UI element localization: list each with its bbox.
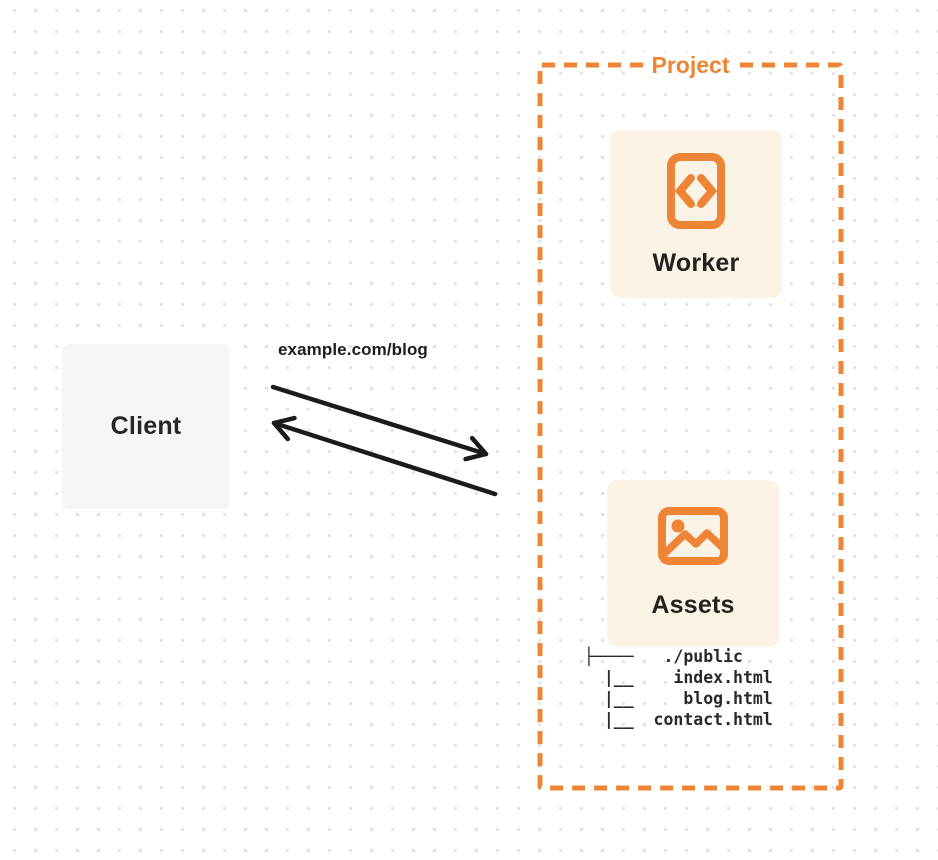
assets-label: Assets <box>651 591 735 619</box>
worker-label: Worker <box>652 249 740 277</box>
project-dashed-border <box>537 62 844 791</box>
file-tree-line-index: |__ index.html <box>584 668 773 687</box>
project-boundary: Project Worker Assets ├──── ./public |__… <box>537 52 844 792</box>
client-node: Client <box>62 344 230 509</box>
file-tree-line-contact: |__ contact.html <box>584 710 773 729</box>
assets-file-tree: ├──── ./public |__ index.html |__ blog.h… <box>584 646 773 730</box>
client-label: Client <box>110 412 182 440</box>
file-tree-line-public: ├──── ./public <box>584 647 743 666</box>
image-icon <box>658 507 728 565</box>
project-title: Project <box>642 52 739 78</box>
request-arrow <box>270 384 489 462</box>
response-arrow <box>271 415 498 497</box>
assets-node: Assets <box>607 480 779 647</box>
code-file-icon <box>667 153 725 229</box>
file-tree-line-blog: |__ blog.html <box>584 689 773 708</box>
worker-node: Worker <box>610 130 782 298</box>
request-url-label: example.com/blog <box>278 340 428 359</box>
